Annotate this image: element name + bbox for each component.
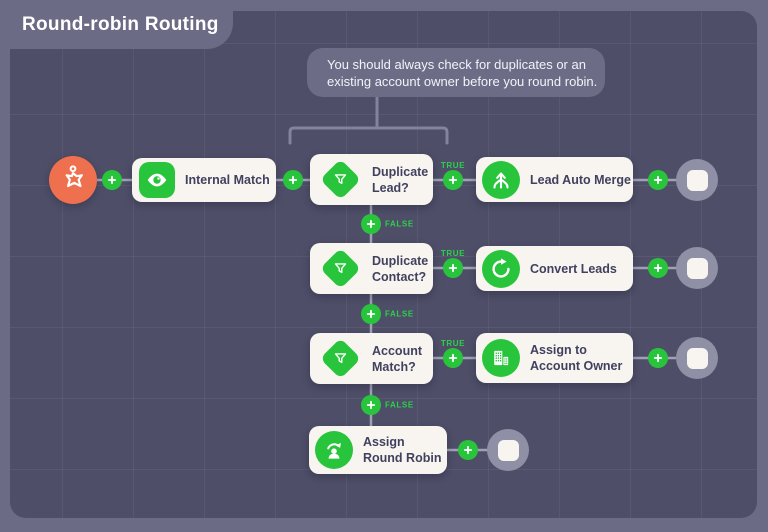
plus-icon	[448, 263, 458, 273]
add-step-button[interactable]	[361, 304, 381, 324]
add-step-button[interactable]	[443, 348, 463, 368]
add-step-button[interactable]	[283, 170, 303, 190]
convert-arrow-icon	[482, 249, 520, 288]
add-step-button[interactable]	[361, 214, 381, 234]
add-step-button[interactable]	[361, 395, 381, 415]
eye-icon	[139, 162, 175, 198]
end-node[interactable]	[487, 429, 529, 471]
plus-icon	[288, 175, 298, 185]
node-convert-leads[interactable]: Convert Leads	[476, 246, 633, 291]
plus-icon	[463, 445, 473, 455]
node-account-match[interactable]: Account Match?	[310, 333, 433, 384]
edge-label-true: TRUE	[440, 161, 466, 170]
page-title: Round-robin Routing	[22, 13, 219, 35]
tooltip-callout: You should always check for duplicates o…	[307, 48, 605, 97]
tooltip-text-line1: You should always check for duplicates o…	[327, 56, 586, 72]
person-cycle-icon	[315, 431, 353, 469]
end-node[interactable]	[676, 159, 718, 201]
plus-icon	[366, 400, 376, 410]
plus-icon	[107, 175, 117, 185]
node-label: Duplicate Lead?	[372, 164, 429, 195]
node-assign-round-robin[interactable]: Assign Round Robin	[309, 426, 447, 474]
merge-arrows-icon	[482, 160, 520, 199]
node-duplicate-contact[interactable]: Duplicate Contact?	[310, 243, 433, 294]
plus-icon	[366, 309, 376, 319]
end-node[interactable]	[676, 337, 718, 379]
node-label: Convert Leads	[530, 261, 617, 276]
plus-icon	[448, 353, 458, 363]
edge-label-true: TRUE	[440, 249, 466, 258]
add-step-button[interactable]	[443, 258, 463, 278]
node-label: Lead Auto Merge	[530, 172, 631, 187]
node-label: Account Match?	[372, 343, 422, 374]
add-step-button[interactable]	[648, 258, 668, 278]
node-label: Internal Match	[185, 173, 270, 187]
add-step-button[interactable]	[443, 170, 463, 190]
node-lead-auto-merge[interactable]: Lead Auto Merge	[476, 157, 633, 202]
add-step-button[interactable]	[648, 170, 668, 190]
add-step-button[interactable]	[458, 440, 478, 460]
plus-icon	[366, 219, 376, 229]
funnel-icon	[316, 156, 364, 204]
add-step-button[interactable]	[648, 348, 668, 368]
stop-square-icon	[686, 347, 708, 369]
stop-square-icon	[686, 257, 708, 279]
funnel-icon	[316, 245, 364, 293]
stop-square-icon	[497, 439, 519, 461]
header-tab: Round-robin Routing	[0, 0, 233, 49]
stop-square-icon	[686, 169, 708, 191]
edge-label-true: TRUE	[440, 339, 466, 348]
node-label: Assign to Account Owner	[530, 343, 623, 373]
plus-icon	[653, 175, 663, 185]
end-node[interactable]	[676, 247, 718, 289]
add-step-button[interactable]	[102, 170, 122, 190]
node-label: Assign Round Robin	[363, 435, 442, 465]
plus-icon	[653, 263, 663, 273]
start-node[interactable]	[49, 156, 97, 204]
plus-icon	[653, 353, 663, 363]
node-internal-match[interactable]: Internal Match	[132, 158, 276, 202]
edge-label-false: FALSE	[385, 400, 414, 410]
node-assign-account-owner[interactable]: Assign to Account Owner	[476, 333, 633, 383]
edge-label-false: FALSE	[385, 219, 414, 229]
funnel-icon	[316, 335, 364, 383]
node-label: Duplicate Contact?	[372, 253, 429, 284]
star-person-icon	[58, 163, 88, 198]
edge-label-false: FALSE	[385, 309, 414, 319]
node-duplicate-lead[interactable]: Duplicate Lead?	[310, 154, 433, 205]
buildings-icon	[482, 339, 520, 377]
tooltip-text-line2: existing account owner before you round …	[327, 73, 598, 89]
plus-icon	[448, 175, 458, 185]
